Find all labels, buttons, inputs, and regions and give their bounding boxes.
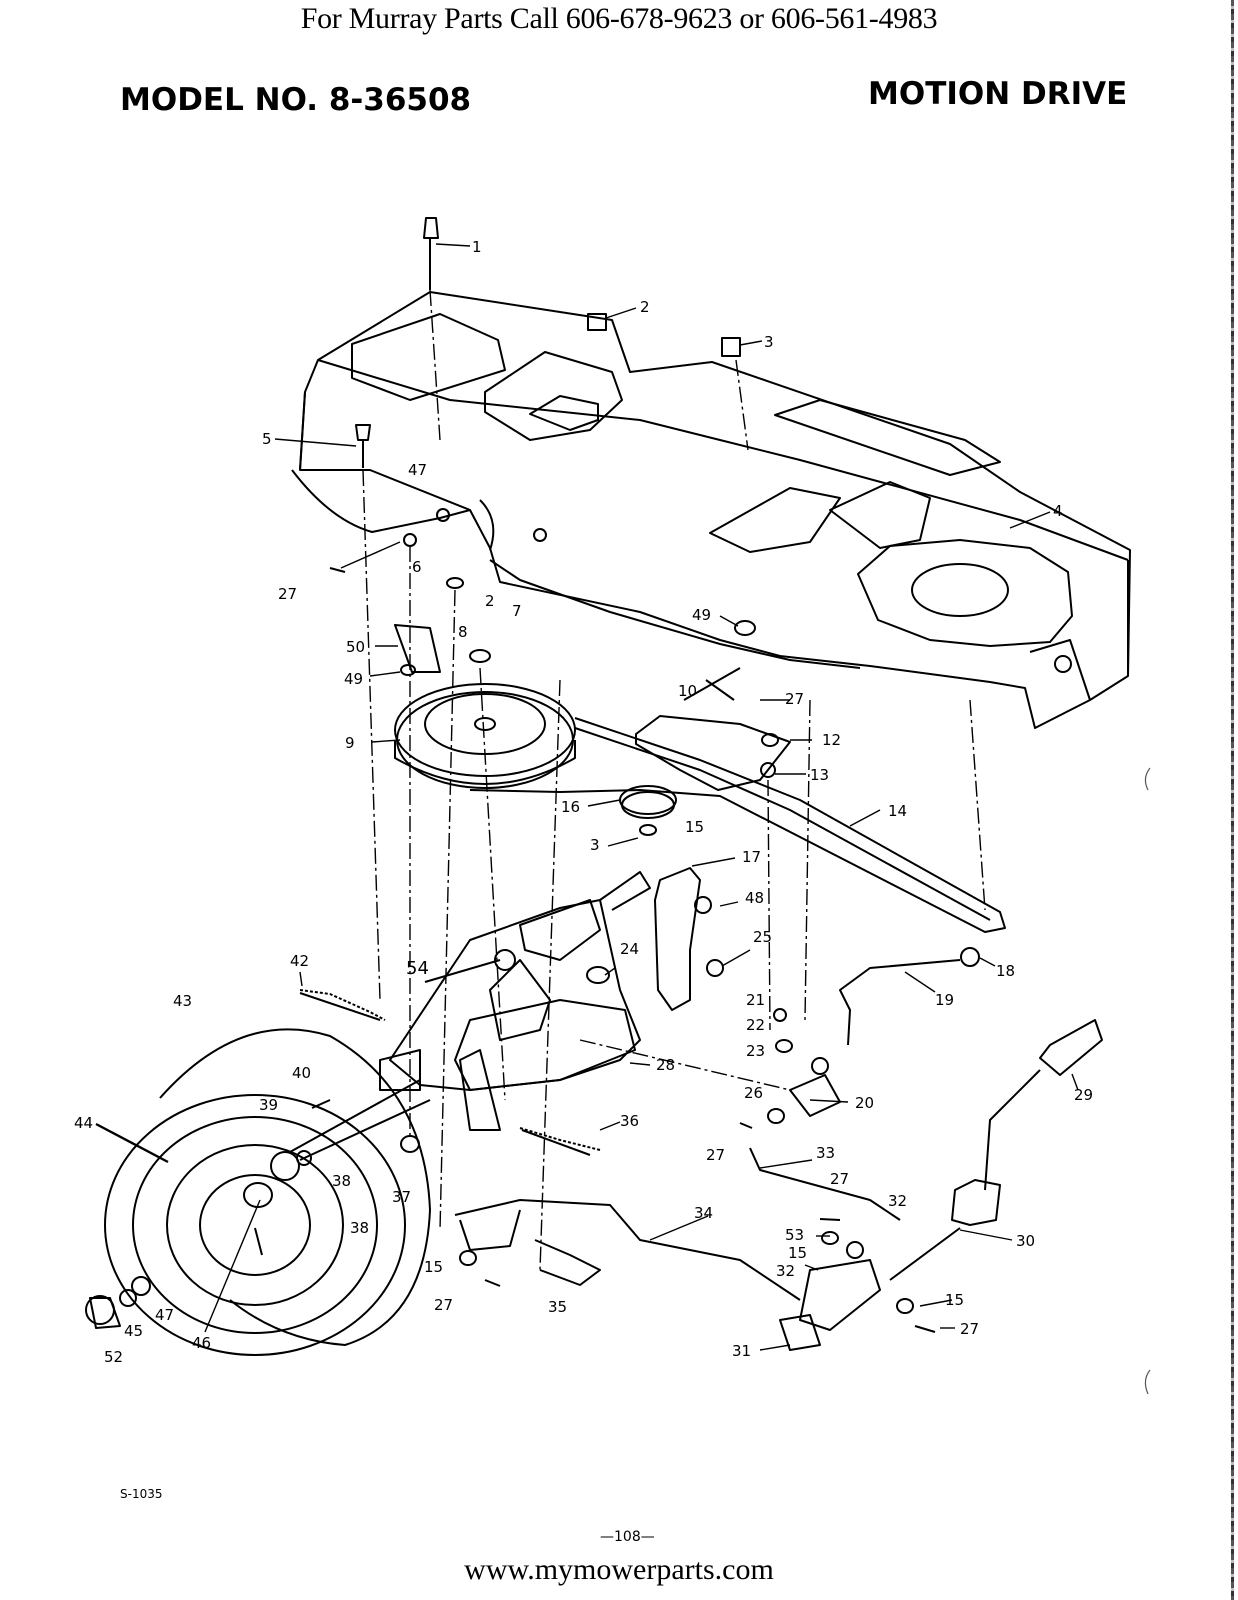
callout-10: 10 — [678, 682, 697, 700]
pulley-drawing — [394, 683, 576, 789]
callout-15: 15 — [685, 818, 704, 836]
callout-7: 7 — [512, 602, 522, 620]
callout-45: 45 — [124, 1322, 143, 1340]
transaxle-drawing — [379, 871, 651, 1131]
callout-39: 39 — [259, 1096, 278, 1114]
bracket-drawing — [654, 867, 701, 1011]
callout-8: 8 — [458, 623, 468, 641]
website-url: www.mymowerparts.com — [464, 1553, 774, 1586]
callout-31: 31 — [732, 1342, 751, 1360]
callout-6: 6 — [412, 558, 422, 576]
callout-15: 15 — [945, 1291, 964, 1309]
callout-47: 47 — [408, 461, 427, 479]
callout-36: 36 — [620, 1112, 639, 1130]
callout-labels: 1 2 3 5 47 4 6 27 2 7 49 50 8 49 10 27 9… — [74, 238, 1093, 1366]
motion-drive-exploded-diagram: 1 2 3 5 47 4 6 27 2 7 49 50 8 49 10 27 9… — [74, 180, 1151, 1395]
leader-lines — [95, 243, 1079, 1351]
callout-50: 50 — [346, 638, 365, 656]
shift-lever-drawing — [779, 1019, 1103, 1351]
callout-14: 14 — [888, 802, 907, 820]
section-title: MOTION DRIVE — [868, 76, 1128, 112]
callout-27: 27 — [830, 1170, 849, 1188]
callout-32: 32 — [776, 1262, 795, 1280]
callout-35: 35 — [548, 1298, 567, 1316]
callout-29: 29 — [1074, 1086, 1093, 1104]
callout-5: 5 — [262, 430, 272, 448]
hub-parts-drawing — [85, 1150, 312, 1329]
callout-28: 28 — [656, 1056, 675, 1074]
callout-49: 49 — [692, 606, 711, 624]
fasteners-drawing — [299, 217, 936, 1333]
margin-marks — [1144, 180, 1151, 1395]
callout-4: 4 — [1053, 502, 1063, 520]
callout-48: 48 — [745, 889, 764, 907]
callout-24: 24 — [620, 940, 639, 958]
callout-9: 9 — [345, 734, 355, 752]
rods-cables-drawing — [299, 947, 980, 1301]
callout-53: 53 — [785, 1226, 804, 1244]
scan-edge-artifact — [1231, 0, 1234, 1600]
callout-32: 32 — [888, 1192, 907, 1210]
alignment-lines — [362, 289, 986, 1271]
callout-49: 49 — [344, 670, 363, 688]
callout-44: 44 — [74, 1114, 93, 1132]
callout-16: 16 — [561, 798, 580, 816]
parts-phone-banner: For Murray Parts Call 606-678-9623 or 60… — [300, 2, 938, 35]
callout-30: 30 — [1016, 1232, 1035, 1250]
callout-23: 23 — [746, 1042, 765, 1060]
callout-3: 3 — [764, 333, 774, 351]
callout-26: 26 — [744, 1084, 763, 1102]
rear-wheel-drawing — [104, 1028, 431, 1356]
callout-2: 2 — [485, 592, 495, 610]
callout-34: 34 — [694, 1204, 713, 1222]
callout-40: 40 — [292, 1064, 311, 1082]
callout-22: 22 — [746, 1016, 765, 1034]
callout-20: 20 — [855, 1094, 874, 1112]
callout-38: 38 — [350, 1219, 369, 1237]
callout-27: 27 — [434, 1296, 453, 1314]
callout-52: 52 — [104, 1348, 123, 1366]
callout-3: 3 — [590, 836, 600, 854]
page-number: —108— — [600, 1529, 655, 1545]
callout-12: 12 — [822, 731, 841, 749]
callout-47: 47 — [155, 1306, 174, 1324]
callout-27: 27 — [706, 1146, 725, 1164]
callout-19: 19 — [935, 991, 954, 1009]
callout-46: 46 — [192, 1334, 211, 1352]
callout-17: 17 — [742, 848, 761, 866]
callout-25: 25 — [753, 928, 772, 946]
callout-33: 33 — [816, 1144, 835, 1162]
drive-belt-drawing — [469, 717, 1006, 933]
callout-27: 27 — [278, 585, 297, 603]
callout-2: 2 — [640, 298, 650, 316]
frame-drawing — [291, 291, 1131, 729]
callout-42: 42 — [290, 952, 309, 970]
callout-27: 27 — [785, 690, 804, 708]
callout-15: 15 — [788, 1244, 807, 1262]
callout-15: 15 — [424, 1258, 443, 1276]
callout-18: 18 — [996, 962, 1015, 980]
callout-13: 13 — [810, 766, 829, 784]
callout-43: 43 — [173, 992, 192, 1010]
callout-54: 54 — [406, 958, 429, 979]
callout-1: 1 — [472, 238, 482, 256]
document-code: S-1035 — [120, 1487, 163, 1501]
model-number-heading: MODEL NO. 8-36508 — [120, 82, 472, 118]
callout-27: 27 — [960, 1320, 979, 1338]
callout-38: 38 — [332, 1172, 351, 1190]
callout-37: 37 — [392, 1188, 411, 1206]
callout-21: 21 — [746, 991, 765, 1009]
